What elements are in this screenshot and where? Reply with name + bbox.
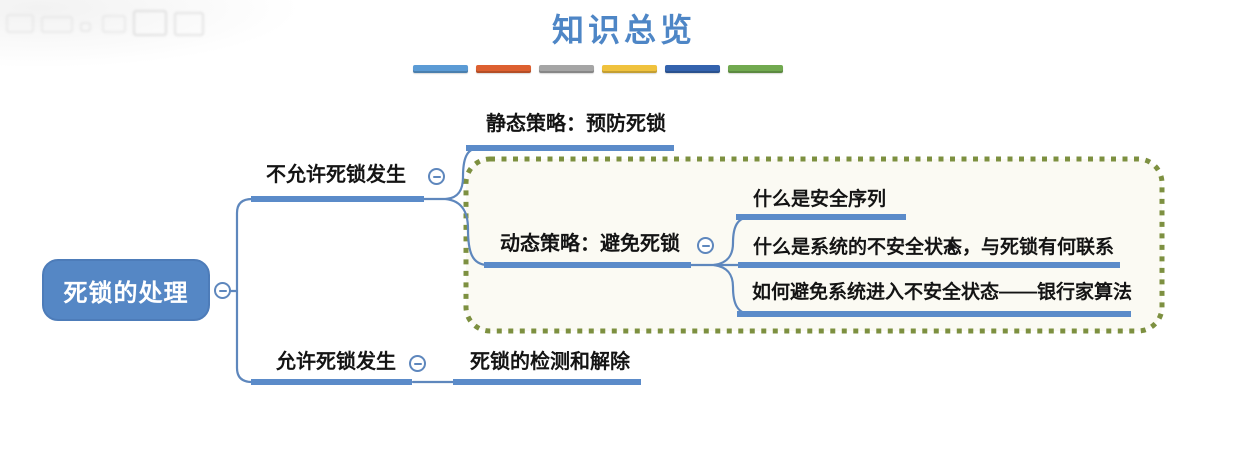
group-boundary-dotted <box>463 156 1165 334</box>
topic-disallow-deadlock[interactable]: 不允许死锁发生 <box>266 164 406 186</box>
topic-banker-algorithm[interactable]: 如何避免系统进入不安全状态——银行家算法 <box>752 282 1133 303</box>
legend-color-bar <box>539 65 594 73</box>
topic-allow-deadlock[interactable]: 允许死锁发生 <box>276 351 396 373</box>
collapse-icon-disallow-branch[interactable] <box>428 168 445 185</box>
collapse-icon-dynamic-strategy[interactable] <box>697 237 714 254</box>
root-topic-deadlock-handling[interactable]: 死锁的处理 <box>42 259 210 321</box>
topic-deadlock-detection-recovery[interactable]: 死锁的检测和解除 <box>470 351 630 373</box>
page-title: 知识总览 <box>551 11 696 49</box>
legend-color-bar <box>476 65 531 73</box>
legend-color-bar <box>665 65 720 73</box>
legend-color-bar <box>602 65 657 73</box>
legend-color-bar <box>413 65 468 73</box>
collapse-icon-root[interactable] <box>214 282 231 299</box>
watermark <box>6 10 211 36</box>
topic-safe-sequence[interactable]: 什么是安全序列 <box>753 189 887 210</box>
legend-color-bar <box>728 65 783 73</box>
topic-static-strategy-prevention[interactable]: 静态策略：预防死锁 <box>486 113 666 135</box>
theme-color-legend <box>413 65 783 73</box>
topic-unsafe-state[interactable]: 什么是系统的不安全状态，与死锁有何联系 <box>753 237 1115 258</box>
collapse-icon-allow-branch[interactable] <box>409 355 426 372</box>
node-underlines <box>251 145 1131 385</box>
root-topic-label: 死锁的处理 <box>63 279 189 307</box>
mouse-cursor-icon <box>947 236 961 257</box>
topic-dynamic-strategy-avoidance[interactable]: 动态策略：避免死锁 <box>500 233 680 255</box>
